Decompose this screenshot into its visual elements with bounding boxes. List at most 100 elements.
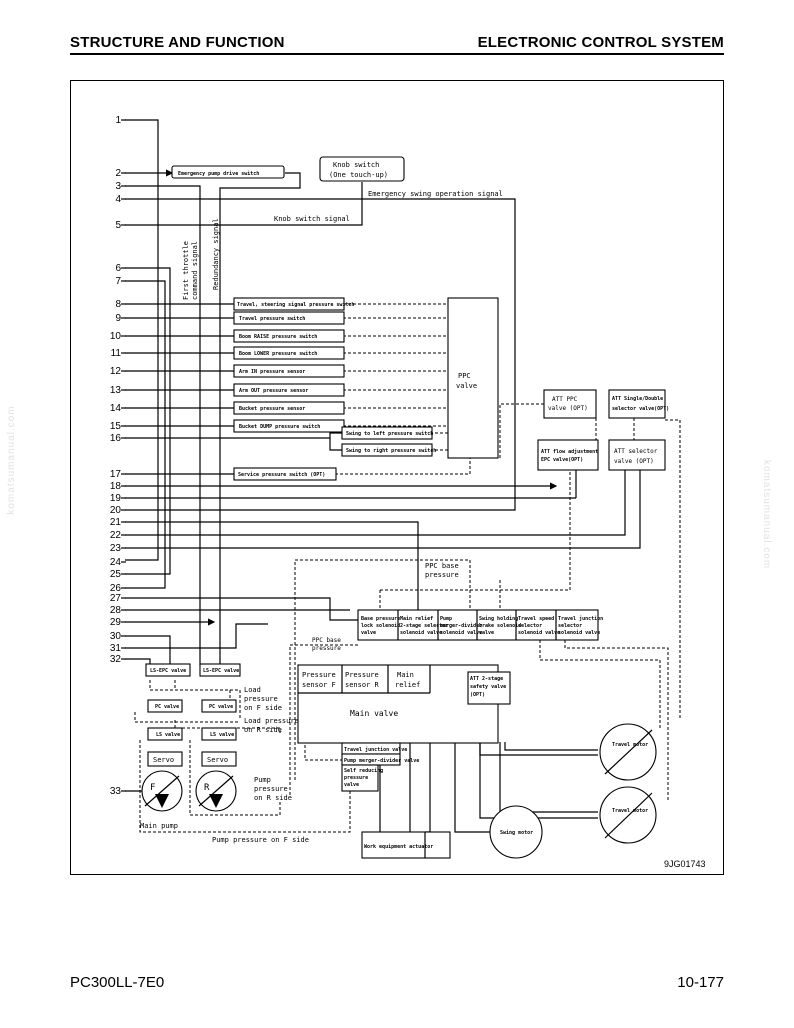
att-ppc-sub-label: valve (OPT) xyxy=(548,405,588,412)
pressure-sensor-f-2: sensor F xyxy=(302,681,336,689)
connector-29: 29 xyxy=(110,617,122,628)
sol-swing-brake-3: valve xyxy=(479,630,494,636)
sol-main-relief-1: Main relief xyxy=(400,616,433,622)
footer-page-number: 10-177 xyxy=(677,974,724,991)
ppc-base-left-2: pressure xyxy=(312,645,341,652)
connector-5: 5 xyxy=(115,220,121,231)
redundancy-label: Redundancy signal xyxy=(212,218,220,290)
connector-22: 22 xyxy=(110,530,122,541)
att-selector-sub-label: valve (OPT) xyxy=(614,458,654,465)
pump-f-label: F xyxy=(150,783,155,793)
throttle-label-2: command signal xyxy=(191,241,199,300)
pressure-sensor-r-1: Pressure xyxy=(345,671,379,679)
connector-33: 33 xyxy=(110,786,122,797)
connector-25: 25 xyxy=(110,569,122,580)
sol-pump-merge-2: merger-divider xyxy=(440,623,482,629)
sol-base-lock-2: lock solenoid xyxy=(361,623,400,629)
connector-30: 30 xyxy=(110,631,122,642)
bucket-dump-switch-label: Bucket DUMP pressure switch xyxy=(239,424,320,430)
att-2stage-safety-2: safety valve xyxy=(470,684,506,690)
sol-main-relief-2: 2-stage selector xyxy=(400,623,448,629)
knob-switch-sub-label: (One touch-up) xyxy=(329,171,388,179)
pump-r-label: R xyxy=(204,783,210,793)
ls-valve-f-label: LS valve xyxy=(156,732,180,738)
ppc-valve-sub-label: valve xyxy=(456,382,477,390)
connector-16: 16 xyxy=(110,433,122,444)
sol-pump-merge-3: solenoid valve xyxy=(440,630,482,636)
sol-travel-junction-1: Travel junction xyxy=(558,615,603,622)
ppc-base-left-1: PPC base xyxy=(312,637,341,644)
self-reducing-valve-2: pressure xyxy=(344,775,368,781)
ppc-base-top-2: pressure xyxy=(425,571,459,579)
pump-pressure-r-3: on R side xyxy=(254,794,292,802)
connector-19: 19 xyxy=(110,493,122,504)
sol-base-lock-1: Base pressure xyxy=(361,616,400,622)
pc-valve-f-label: PC valve xyxy=(155,704,179,710)
connector-18: 18 xyxy=(110,481,122,492)
header-section-title: STRUCTURE AND FUNCTION xyxy=(70,34,285,51)
connector-24: 24 xyxy=(110,557,122,568)
ls-epc-valve-f-label: LS-EPC valve xyxy=(150,668,186,674)
sol-travel-speed-2: selector xyxy=(518,623,542,629)
connector-13: 13 xyxy=(110,385,122,396)
ls-valve-r-label: LS valve xyxy=(210,732,234,738)
boom-raise-switch-label: Boom RAISE pressure switch xyxy=(239,334,317,340)
self-reducing-valve-1: Self reducing xyxy=(344,768,383,774)
signal-wires xyxy=(125,119,641,853)
connector-1: 1 xyxy=(115,115,121,126)
att-2stage-safety-1: ATT 2-stage xyxy=(470,676,503,682)
main-relief-2: relief xyxy=(395,681,420,689)
sol-travel-junction-2: selector xyxy=(558,623,582,629)
pump-pressure-r-2: pressure xyxy=(254,785,288,793)
sol-swing-brake-1: Swing holding xyxy=(479,616,518,622)
sol-travel-junction-3: solenoid valve xyxy=(558,630,600,636)
connector-8: 8 xyxy=(115,299,121,310)
att-single-double-label: ATT Single/Double xyxy=(612,396,663,402)
connector-15: 15 xyxy=(110,421,122,432)
component-boxes xyxy=(141,156,666,859)
connector-7: 7 xyxy=(115,276,121,287)
main-pump-label: Main pump xyxy=(140,822,178,830)
connector-26: 26 xyxy=(110,583,122,594)
ls-epc-valve-r-label: LS-EPC valve xyxy=(203,668,239,674)
sol-travel-speed-1: Travel speed xyxy=(518,616,554,622)
load-f-2: pressure xyxy=(244,695,278,703)
connector-20: 20 xyxy=(110,505,122,516)
pump-pressure-r-1: Pump xyxy=(254,776,271,784)
att-selector-label: ATT selector xyxy=(614,448,658,455)
connector-9: 9 xyxy=(115,313,121,324)
sol-main-relief-3: solenoid valve xyxy=(400,630,442,636)
load-f-1: Load xyxy=(244,686,261,694)
boom-lower-switch-label: Boom LOWER pressure switch xyxy=(239,351,317,357)
att-flow-epc-label: ATT flow adjustment xyxy=(541,448,598,455)
arm-out-sensor-label: Arm OUT pressure sensor xyxy=(239,388,308,394)
main-relief-1: Main xyxy=(397,671,414,679)
travel-motor-1-label: Travel motor xyxy=(612,742,648,748)
connector-23: 23 xyxy=(110,543,122,554)
connector-21: 21 xyxy=(110,517,122,528)
pump-pressure-f-label: Pump pressure on F side xyxy=(212,836,309,844)
connector-2: 2 xyxy=(115,168,121,179)
pressure-sensor-f-1: Pressure xyxy=(302,671,336,679)
servo-f-label: Servo xyxy=(153,756,174,764)
swing-left-switch-label: Swing to left pressure switch xyxy=(346,431,433,437)
knob-switch-label: Knob switch xyxy=(333,161,379,169)
header-rule xyxy=(70,53,724,55)
header-chapter-title: ELECTRONIC CONTROL SYSTEM xyxy=(477,34,724,51)
sol-swing-brake-2: brake solenoid xyxy=(479,623,521,629)
arm-in-sensor-label: Arm IN pressure sensor xyxy=(239,369,305,375)
connector-28: 28 xyxy=(110,605,122,616)
connector-3: 3 xyxy=(115,181,121,192)
knob-signal-label: Knob switch signal xyxy=(274,215,350,223)
connector-10: 10 xyxy=(110,331,122,342)
swing-right-switch-label: Swing to right pressure switch xyxy=(346,448,436,454)
sol-base-lock-3: valve xyxy=(361,630,376,636)
component-labels: Emergency pump drive switch Knob switch … xyxy=(150,161,669,850)
att-flow-epc-sub-label: EPC valve(OPT) xyxy=(541,457,583,463)
att-single-double-sub-label: selector valve(OPT) xyxy=(612,406,669,412)
connector-4: 4 xyxy=(115,194,121,205)
main-valve-label: Main valve xyxy=(350,709,398,718)
sol-pump-merge-1: Pump xyxy=(440,616,452,622)
service-switch-label: Service pressure switch (OPT) xyxy=(238,472,325,478)
travel-junction-valve-label: Travel junction valve xyxy=(344,746,407,753)
